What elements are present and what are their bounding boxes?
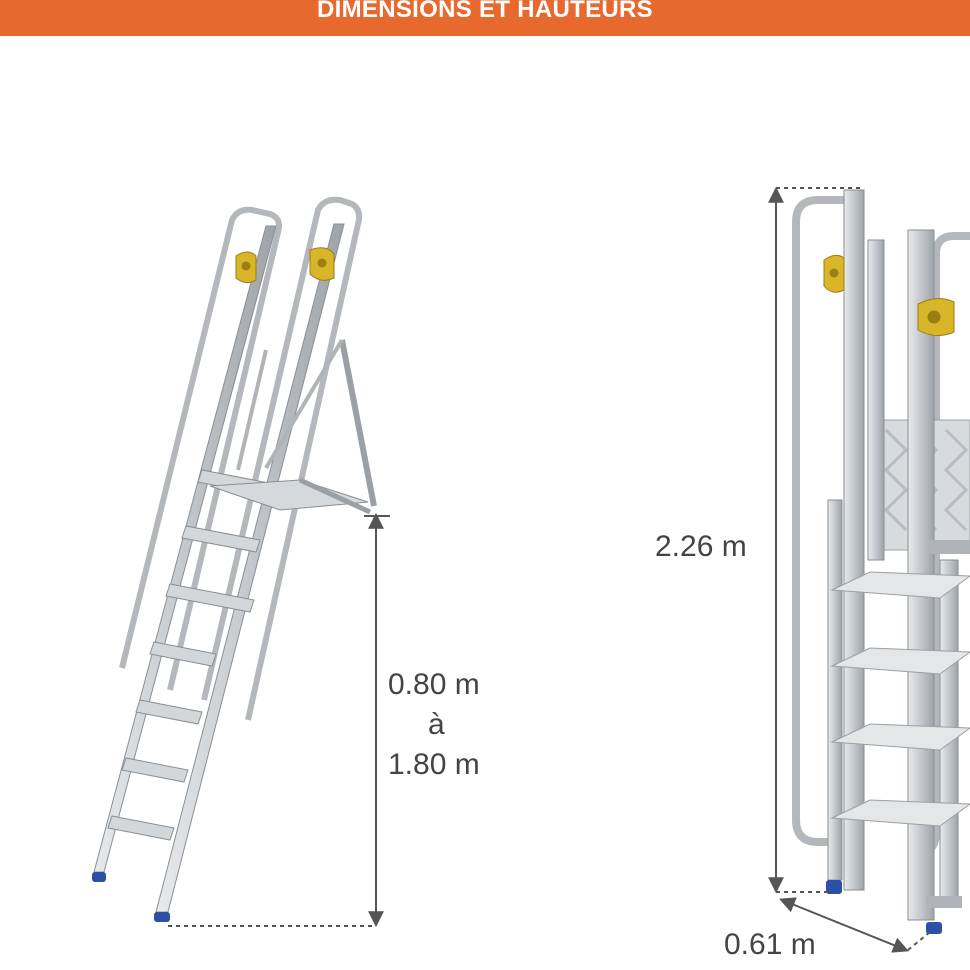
- left-handrails: [119, 196, 363, 721]
- left-stiles: [93, 223, 345, 913]
- anchor-plate-icon-right: [823, 254, 955, 336]
- depth-label: 0.61 m: [724, 928, 816, 961]
- total-height-label: 2.26 m: [655, 530, 747, 563]
- ladder-foot-icon-right: [826, 880, 942, 934]
- vertical-ladder: [792, 189, 970, 934]
- anchor-plate-icon: [235, 247, 335, 284]
- right-steps: [830, 571, 970, 827]
- total-height-dimension: [768, 186, 862, 894]
- right-clamps: [926, 540, 970, 908]
- left-rungs: [107, 469, 275, 841]
- platform-height-separator: à: [428, 708, 445, 741]
- platform-height-dimension: [168, 512, 390, 928]
- banner-title: DIMENSIONS ET HAUTEURS: [317, 0, 653, 23]
- depth-dimension: [779, 897, 931, 953]
- left-platform: [209, 338, 377, 515]
- platform-height-max-label: 1.80 m: [388, 748, 480, 781]
- title-banner: DIMENSIONS ET HAUTEURS: [0, 0, 970, 36]
- inclined-ladder: [92, 196, 377, 922]
- ladder-illustration: [92, 186, 970, 953]
- platform-height-min-label: 0.80 m: [388, 668, 480, 701]
- ladder-foot-icon: [92, 872, 170, 922]
